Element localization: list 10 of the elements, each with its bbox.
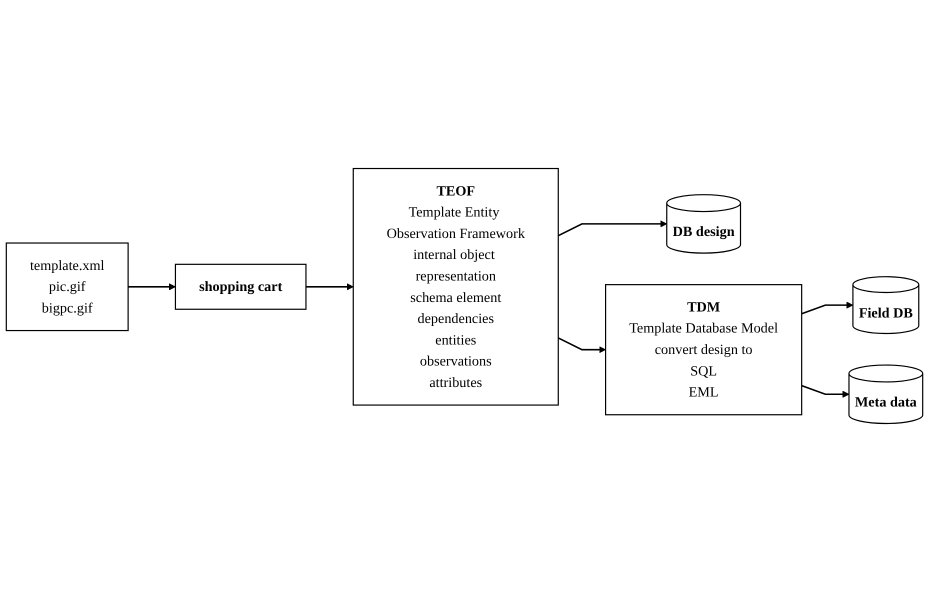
arrow [801,384,850,398]
node-box: TEOF Template Entity Observation Framework internal object representation schema element dependencies entities observations attributes [352,168,559,406]
arrow [306,283,354,290]
node-box: shopping cart [174,264,307,310]
node-box: TDM Template Database Model convert design to SQL EML [605,284,802,416]
arrow [801,302,854,315]
arrow [558,220,668,236]
arrow [558,337,606,354]
node-box: template.xml pic.gif bigpc.gif [6,242,129,332]
arrow [128,283,176,290]
